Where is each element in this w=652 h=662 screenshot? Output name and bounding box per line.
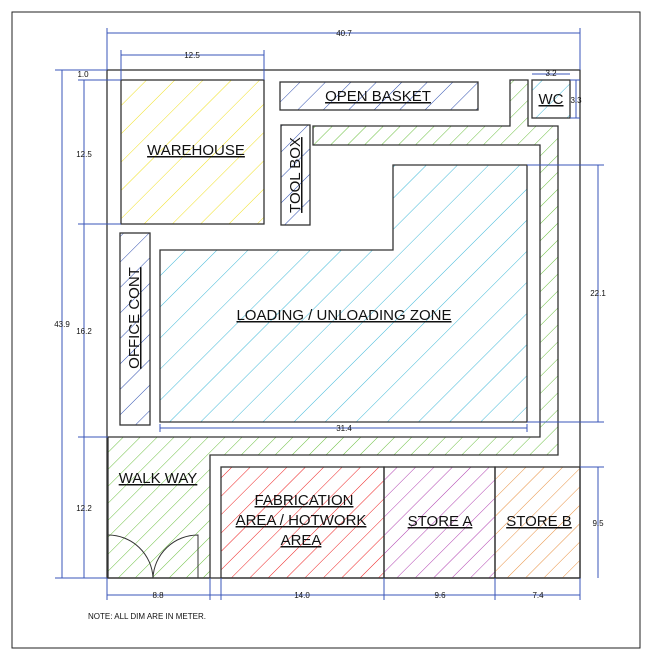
wc-label: WC <box>539 91 564 108</box>
open-basket-area <box>279 81 479 111</box>
dim-rooms-height: 9.5 <box>592 519 604 528</box>
fabrication-area <box>220 466 385 579</box>
dim-walkway-width: 8.8 <box>152 591 164 600</box>
warehouse-label: WAREHOUSE <box>147 142 245 159</box>
store-a-label: STORE A <box>408 513 473 530</box>
walkway-corridor <box>107 79 559 579</box>
dim-store-b-width: 7.4 <box>532 591 544 600</box>
dim-store-a-width: 9.6 <box>434 591 446 600</box>
door-swing-right-icon <box>152 534 199 579</box>
tool-box-label: TOOL BOX <box>287 137 304 213</box>
office-container <box>119 232 151 426</box>
loading-zone-label: LOADING / UNLOADING ZONE <box>236 307 451 324</box>
walk-way-label: WALK WAY <box>119 470 198 487</box>
warehouse-room <box>120 79 265 225</box>
store-a-room <box>383 466 496 579</box>
fabrication-label-line2: AREA / HOTWORK <box>236 512 367 529</box>
fabrication-label-line1: FABRICATION <box>255 492 354 509</box>
dim-total-width: 40.7 <box>336 29 352 38</box>
dim-wc-width: 3.2 <box>545 69 557 78</box>
wc-room <box>531 79 571 119</box>
dim-loading-height: 22.1 <box>590 289 606 298</box>
store-b-room <box>494 466 581 579</box>
sheet-border <box>11 11 641 649</box>
door-swing-left-icon <box>107 534 154 579</box>
dim-warehouse-height: 12.5 <box>76 150 92 159</box>
dim-middle-height: 16.2 <box>76 327 92 336</box>
office-cont-label: OFFICE CONT <box>126 267 143 369</box>
dim-offset-top: 1.0 <box>77 70 89 79</box>
dim-fabrication-width: 14.0 <box>294 591 310 600</box>
open-basket-label: OPEN BASKET <box>325 88 431 105</box>
dim-bottom-height: 12.2 <box>76 504 92 513</box>
dim-warehouse-width: 12.5 <box>184 51 200 60</box>
dimension-note: NOTE: ALL DIM ARE IN METER. <box>88 612 206 621</box>
store-b-label: STORE B <box>506 513 572 530</box>
fabrication-label-line3: AREA <box>281 532 322 549</box>
dim-wc-height: 3.3 <box>570 96 582 105</box>
dim-loading-width: 31.4 <box>336 424 352 433</box>
dimension-lines <box>55 28 604 600</box>
tool-box-area <box>280 124 311 226</box>
dim-total-height: 43.9 <box>54 320 70 329</box>
